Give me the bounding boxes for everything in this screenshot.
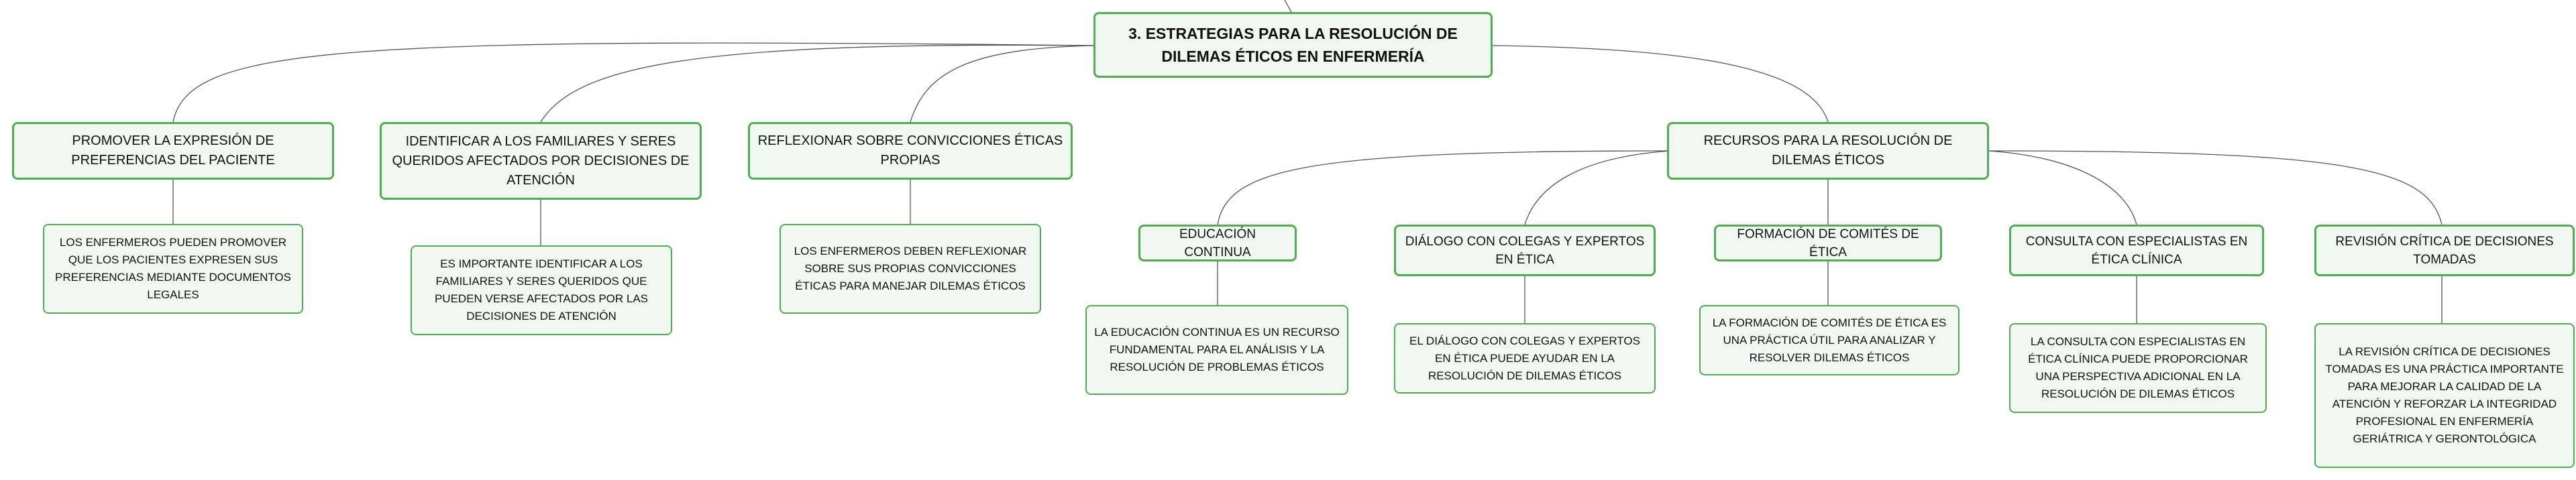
resource-4-detail-text: LA CONSULTA CON ESPECIALISTAS EN ÉTICA C…: [2028, 335, 2248, 400]
connector-root-branch-4: [1492, 45, 1829, 123]
connector-root-branch-2: [540, 44, 1094, 123]
resource-3-detail-text: LA FORMACIÓN DE COMITÉS DE ÉTICA ES UNA …: [1712, 316, 1947, 364]
branch-node-3[interactable]: REFLEXIONAR SOBRE CONVICCIONES ÉTICAS PR…: [748, 122, 1073, 180]
root-node[interactable]: 3. ESTRATEGIAS PARA LA RESOLUCIÓN DE DIL…: [1093, 12, 1493, 78]
resource-1-detail[interactable]: LA EDUCACIÓN CONTINUA ES UN RECURSO FUND…: [1085, 305, 1348, 395]
branch-node-3-label: REFLEXIONAR SOBRE CONVICCIONES ÉTICAS PR…: [757, 133, 1063, 168]
resource-node-5-label: REVISIÓN CRÍTICA DE DECISIONES TOMADAS: [2335, 234, 2554, 267]
resource-4-detail[interactable]: LA CONSULTA CON ESPECIALISTAS EN ÉTICA C…: [2009, 323, 2267, 413]
connector-resources-sub-5: [1988, 150, 2443, 225]
branch-3-detail-text: LOS ENFERMEROS DEBEN REFLEXIONAR SOBRE S…: [794, 245, 1027, 292]
connector-root-branch-1: [172, 42, 1094, 123]
resource-5-detail-text: LA REVISIÓN CRÍTICA DE DECISIONES TOMADA…: [2325, 345, 2564, 445]
branch-node-2-label: IDENTIFICAR A LOS FAMILIARES Y SERES QUE…: [392, 133, 690, 188]
connector-resources-sub-1: [1217, 150, 1671, 225]
resource-node-2[interactable]: DIÁLOGO CON COLEGAS Y EXPERTOS EN ÉTICA: [1394, 225, 1656, 276]
connector-resources-sub-2: [1524, 150, 1671, 225]
connector-root-branch-3: [910, 45, 1094, 123]
branch-node-1[interactable]: PROMOVER LA EXPRESIÓN DE PREFERENCIAS DE…: [12, 122, 334, 180]
resource-node-1-label: EDUCACIÓN CONTINUA: [1179, 227, 1256, 259]
resource-2-detail[interactable]: EL DIÁLOGO CON COLEGAS Y EXPERTOS EN ÉTI…: [1394, 323, 1656, 394]
branch-node-4[interactable]: RECURSOS PARA LA RESOLUCIÓN DE DILEMAS É…: [1667, 122, 1989, 180]
connector-root-parent: [1284, 0, 1292, 13]
branch-1-detail[interactable]: LOS ENFERMEROS PUEDEN PROMOVER QUE LOS P…: [43, 224, 303, 314]
resource-node-5[interactable]: REVISIÓN CRÍTICA DE DECISIONES TOMADAS: [2314, 225, 2575, 276]
branch-3-detail[interactable]: LOS ENFERMEROS DEBEN REFLEXIONAR SOBRE S…: [780, 224, 1041, 314]
resource-5-detail[interactable]: LA REVISIÓN CRÍTICA DE DECISIONES TOMADA…: [2314, 323, 2575, 468]
resource-node-3-label: FORMACIÓN DE COMITÉS DE ÉTICA: [1737, 227, 1919, 259]
branch-node-1-label: PROMOVER LA EXPRESIÓN DE PREFERENCIAS DE…: [71, 133, 275, 168]
root-node-label: 3. ESTRATEGIAS PARA LA RESOLUCIÓN DE DIL…: [1128, 25, 1458, 65]
resource-node-4[interactable]: CONSULTA CON ESPECIALISTAS EN ÉTICA CLÍN…: [2009, 225, 2264, 276]
resource-node-3[interactable]: FORMACIÓN DE COMITÉS DE ÉTICA: [1714, 225, 1942, 261]
branch-2-detail-text: ES IMPORTANTE IDENTIFICAR A LOS FAMILIAR…: [434, 257, 649, 322]
resource-1-detail-text: LA EDUCACIÓN CONTINUA ES UN RECURSO FUND…: [1094, 326, 1340, 373]
resource-node-1[interactable]: EDUCACIÓN CONTINUA: [1138, 225, 1297, 261]
branch-2-detail[interactable]: ES IMPORTANTE IDENTIFICAR A LOS FAMILIAR…: [411, 245, 672, 335]
branch-1-detail-text: LOS ENFERMEROS PUEDEN PROMOVER QUE LOS P…: [54, 236, 291, 301]
resource-node-2-label: DIÁLOGO CON COLEGAS Y EXPERTOS EN ÉTICA: [1405, 234, 1645, 267]
branch-node-2[interactable]: IDENTIFICAR A LOS FAMILIARES Y SERES QUE…: [380, 122, 702, 200]
resource-2-detail-text: EL DIÁLOGO CON COLEGAS Y EXPERTOS EN ÉTI…: [1409, 334, 1640, 382]
resource-node-4-label: CONSULTA CON ESPECIALISTAS EN ÉTICA CLÍN…: [2025, 234, 2248, 267]
branch-node-4-label: RECURSOS PARA LA RESOLUCIÓN DE DILEMAS É…: [1703, 133, 1953, 168]
resource-3-detail[interactable]: LA FORMACIÓN DE COMITÉS DE ÉTICA ES UNA …: [1699, 305, 1960, 375]
connector-resources-sub-4: [1988, 150, 2137, 225]
